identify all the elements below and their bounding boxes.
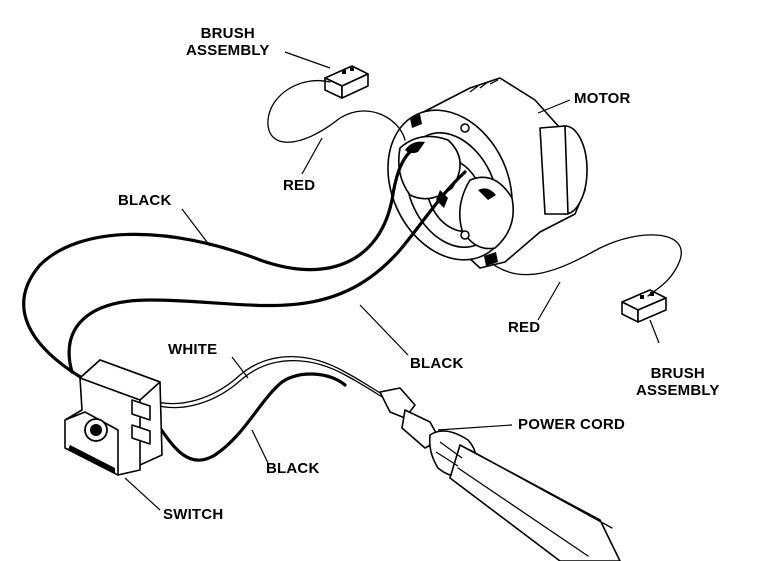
label-power-cord: POWER CORD <box>518 416 625 433</box>
black-wire-upper <box>22 148 414 380</box>
label-motor: MOTOR <box>574 90 631 107</box>
label-red-right: RED <box>508 319 541 336</box>
label-black-lower: BLACK <box>266 460 320 477</box>
power-cord <box>379 387 621 561</box>
label-brush-assembly-right: BRUSH ASSEMBLY <box>636 365 720 399</box>
label-black-upper: BLACK <box>118 192 172 209</box>
brush-assembly-right <box>621 289 667 323</box>
black-wire-middle <box>67 170 467 374</box>
label-brush-assembly-top: BRUSH ASSEMBLY <box>186 25 270 59</box>
brush-assembly-top <box>324 65 369 99</box>
black-wire-lower <box>156 372 347 462</box>
red-wire-right <box>484 234 682 297</box>
red-wire-top <box>267 80 406 143</box>
label-white: WHITE <box>168 341 218 358</box>
white-wire <box>149 356 386 405</box>
label-switch: SWITCH <box>163 506 224 523</box>
label-black-middle: BLACK <box>410 355 464 372</box>
switch <box>64 359 163 476</box>
label-red-top: RED <box>283 177 316 194</box>
